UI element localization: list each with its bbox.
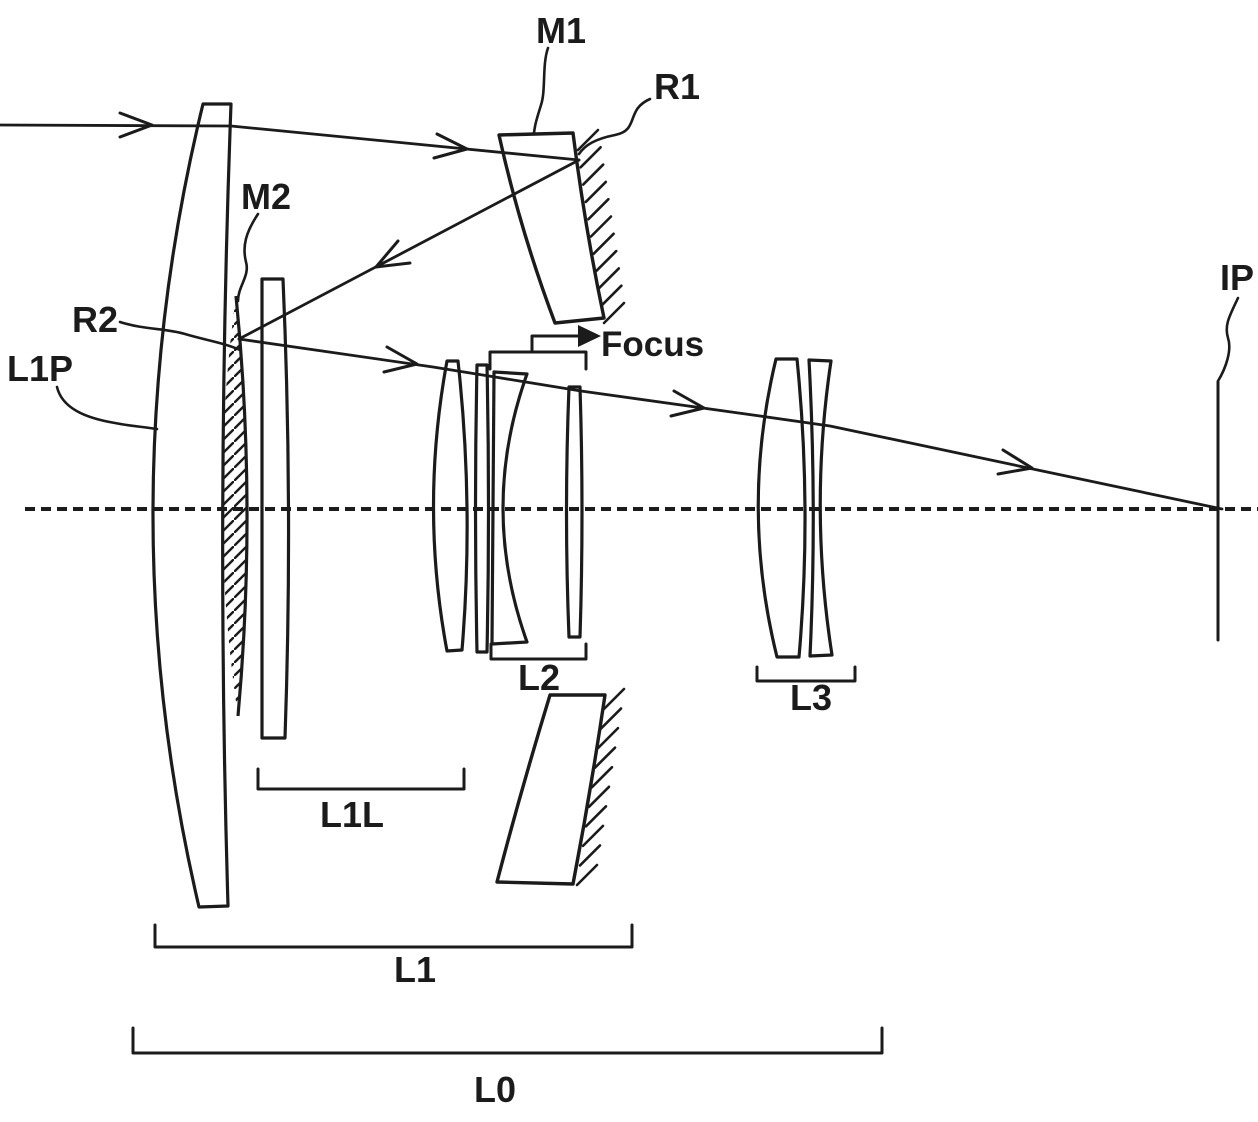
label-r1: R1 [654,66,700,107]
label-l1: L1 [394,949,436,990]
focus-arrow-icon [578,325,601,347]
lens-l1l-element [260,277,291,740]
leader-m1 [532,46,550,135]
ray-m2-to-image [237,337,1224,511]
label-l0: L0 [474,1069,516,1110]
ray-arrow-to-image [996,448,1034,476]
lens-l3-front [756,357,807,659]
ray-arrow-to-l3 [669,389,706,418]
ray-input [0,123,581,162]
bracket-l2-bottom [489,642,588,661]
mirror-m1-lower [495,693,607,886]
mirror-m1-lower-hatch [575,687,626,887]
lens-l3-rear [807,358,834,658]
bracket-l0 [131,1026,884,1055]
leader-r1 [577,97,652,156]
label-l1p: L1P [7,348,73,389]
label-m1: M1 [536,10,586,51]
ray-arrow-to-m1 [432,132,469,160]
label-r2: R2 [72,299,118,340]
ray-arrow-to-m2 [374,239,412,269]
leader-l1p [55,385,159,431]
lens-doublet-front [431,359,469,653]
label-l3: L3 [790,677,832,718]
mirror-m1-upper-hatch [576,128,626,325]
label-focus: Focus [601,325,704,364]
bracket-l2-top [488,350,588,371]
bracket-l3 [755,665,857,683]
lens-doublet-rear [473,363,491,654]
ray-m1-to-m2 [237,158,581,341]
leader-m2 [236,212,260,303]
lens-l2-front [490,370,529,646]
bracket-l1l [256,767,466,791]
leader-ip [1216,296,1240,383]
label-l1l: L1L [320,794,384,835]
lens-l1p [151,102,233,909]
label-ip: IP [1220,257,1254,298]
label-l2: L2 [518,657,560,698]
lens-l2-rear [564,385,584,639]
label-m2: M2 [241,176,291,217]
mirror-m2-coating [221,296,248,716]
mirror-m2-edge [234,295,249,717]
ray-arrow-after-m2 [382,345,419,374]
focus-indicator-stem [530,334,582,354]
bracket-l1 [153,923,634,949]
ray-arrow-input [118,111,154,139]
leader-r2 [118,320,242,352]
mirror-m1-upper [497,131,606,325]
